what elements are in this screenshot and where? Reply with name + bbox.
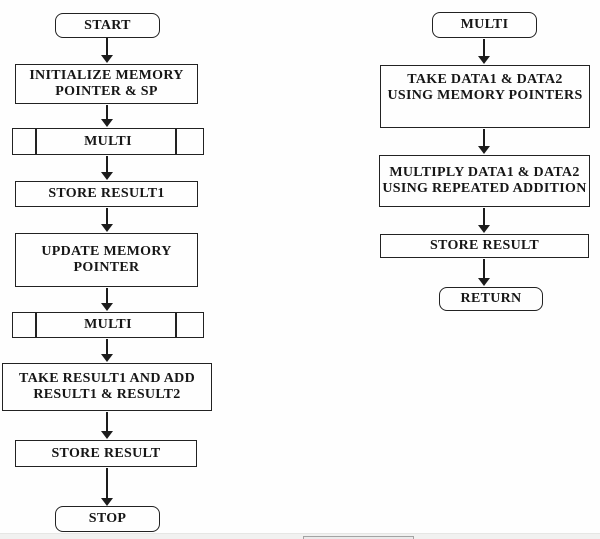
horizontal-scrollbar-track[interactable] bbox=[0, 533, 600, 539]
flow-node-stop: STOP bbox=[55, 506, 160, 532]
node-label-line: POINTER bbox=[73, 260, 140, 275]
node-label: STORE RESULT1 bbox=[48, 186, 165, 201]
flow-arrow bbox=[478, 208, 490, 233]
node-label-line: MULTIPLY DATA1 & DATA2 bbox=[389, 165, 580, 180]
node-label: RETURN bbox=[460, 291, 522, 306]
node-label: MULTI bbox=[460, 17, 509, 32]
flow-arrow bbox=[101, 339, 113, 362]
node-label-line: USING REPEATED ADDITION bbox=[382, 181, 587, 196]
node-label-line: POINTER & SP bbox=[55, 84, 158, 99]
node-label: STOP bbox=[88, 511, 127, 526]
node-label-line: UPDATE MEMORY bbox=[41, 244, 172, 259]
flow-arrow bbox=[101, 105, 113, 127]
flow-node-store-result-right: STORE RESULT bbox=[380, 234, 589, 258]
flow-node-multi-call-2: MULTI bbox=[12, 312, 204, 338]
node-label-line: TAKE DATA1 & DATA2 bbox=[407, 72, 563, 87]
node-label-line: INITIALIZE MEMORY bbox=[29, 68, 184, 83]
node-label-line: USING MEMORY POINTERS bbox=[387, 88, 583, 103]
flow-node-take-result1-add: TAKE RESULT1 AND ADD RESULT1 & RESULT2 bbox=[2, 363, 212, 411]
node-label: MULTI bbox=[84, 317, 132, 332]
flow-arrow bbox=[478, 39, 490, 64]
flow-node-start: START bbox=[55, 13, 160, 38]
node-label: STORE RESULT bbox=[429, 238, 540, 253]
flow-arrow bbox=[101, 156, 113, 180]
flow-arrow bbox=[478, 259, 490, 286]
flow-node-multi-entry: MULTI bbox=[432, 12, 537, 38]
flow-node-update-memory-pointer: UPDATE MEMORY POINTER bbox=[15, 233, 198, 287]
flow-node-store-result-left: STORE RESULT bbox=[15, 440, 197, 467]
node-label: STORE RESULT bbox=[51, 445, 161, 461]
node-label-line: RESULT1 & RESULT2 bbox=[33, 387, 181, 402]
horizontal-scrollbar-thumb[interactable] bbox=[303, 536, 414, 539]
node-label-line: TAKE RESULT1 AND ADD bbox=[19, 371, 195, 386]
flow-arrow bbox=[101, 288, 113, 311]
flow-arrow bbox=[101, 38, 113, 63]
flow-arrow bbox=[101, 412, 113, 439]
flow-node-multi-call-1: MULTI bbox=[12, 128, 204, 155]
flow-node-multiply-data: MULTIPLY DATA1 & DATA2 USING REPEATED AD… bbox=[379, 155, 590, 207]
flow-arrow bbox=[101, 468, 113, 506]
node-label: MULTI bbox=[84, 133, 132, 149]
node-label: START bbox=[84, 17, 131, 33]
flow-node-initialize-memory-pointer: INITIALIZE MEMORY POINTER & SP bbox=[15, 64, 198, 104]
flow-arrow bbox=[101, 208, 113, 232]
flow-node-take-data: TAKE DATA1 & DATA2 USING MEMORY POINTERS bbox=[380, 65, 590, 128]
flow-arrow bbox=[478, 129, 490, 154]
flow-node-return: RETURN bbox=[439, 287, 543, 311]
flow-node-store-result1: STORE RESULT1 bbox=[15, 181, 198, 207]
